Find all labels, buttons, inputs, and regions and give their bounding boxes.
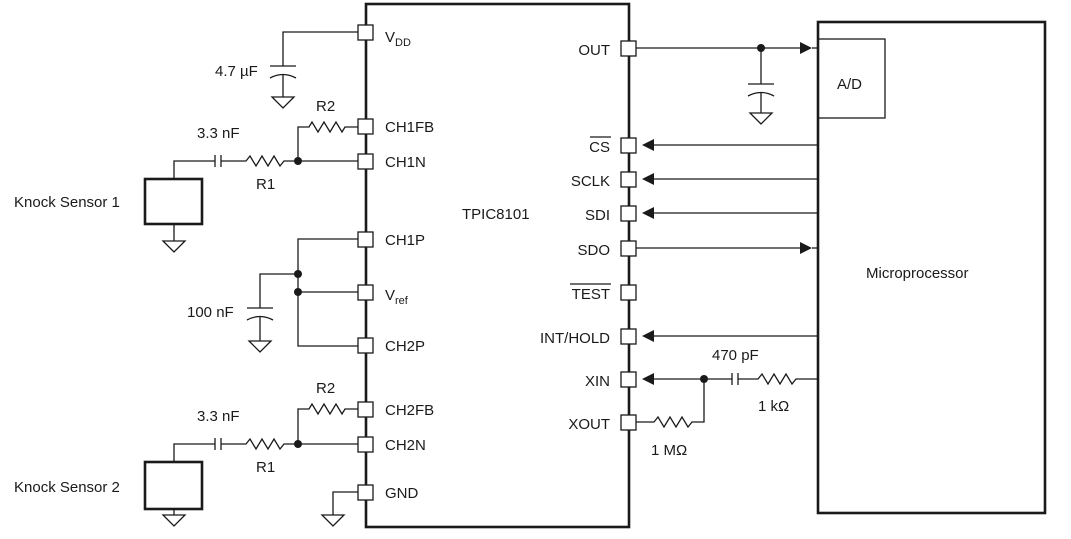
chip-body [364, 2, 631, 529]
knock-sensor-2-label: Knock Sensor 2 [14, 479, 120, 496]
ch1-r1-label: R1 [256, 176, 275, 193]
ground-icon [270, 96, 296, 109]
microprocessor-label: Microprocessor [866, 265, 969, 282]
pin-label-xin: XIN [585, 373, 610, 390]
pin-label-cs: CS [589, 139, 610, 156]
ground-icon [748, 112, 774, 125]
pin-label-test: TEST [572, 286, 610, 303]
junction-clock [700, 375, 708, 383]
pin-label-int-hold: INT/HOLD [540, 330, 610, 347]
pin-label-sdo: SDO [577, 242, 610, 259]
pin-label-ch2fb: CH2FB [385, 402, 434, 419]
cs-wire [642, 139, 818, 151]
ch2-r2-label: R2 [316, 380, 335, 397]
ground-icon [161, 514, 187, 527]
adc-block [817, 38, 886, 119]
pin-ch2n [357, 436, 374, 453]
sclk-wire [642, 173, 818, 185]
pin-out [620, 40, 637, 57]
knock-sensor-1 [143, 177, 204, 226]
pin-gnd [357, 484, 374, 501]
pin-label-ch1fb: CH1FB [385, 119, 434, 136]
junction-vref [294, 288, 302, 296]
vdd-decoupling [269, 31, 358, 109]
microprocessor-body [816, 20, 1047, 515]
sdi-wire [642, 207, 818, 219]
vref-network [246, 238, 358, 353]
knock-sensor-2 [143, 460, 204, 511]
ch2-network [143, 402, 358, 527]
int-hold-wire [642, 330, 818, 342]
pin-label-ch2p: CH2P [385, 338, 425, 355]
chip-name: TPIC8101 [462, 206, 530, 223]
ch2-r1-label: R1 [256, 459, 275, 476]
ch1-cap-label: 3.3 nF [197, 125, 240, 142]
pin-label-ch1n: CH1N [385, 154, 426, 171]
pin-label-sclk: SCLK [571, 173, 610, 190]
out-wire [636, 42, 818, 125]
vref-cap-label: 100 nF [187, 304, 234, 321]
pin-cs [620, 137, 637, 154]
vdd-cap-label: 4.7 µF [215, 63, 258, 80]
ground-icon [247, 340, 273, 353]
sdo-wire [636, 242, 818, 254]
pin-label-vref: Vref [385, 287, 409, 307]
adc-label: A/D [837, 76, 862, 93]
pin-sclk [620, 171, 637, 188]
xtal-r-feedback-label: 1 MΩ [651, 442, 687, 459]
xtal-cap-label: 470 pF [712, 347, 759, 364]
xtal-r-series-label: 1 kΩ [758, 398, 789, 415]
gnd-wire [320, 491, 358, 527]
clock-network [636, 372, 818, 429]
pin-label-ch1p: CH1P [385, 232, 425, 249]
junction-out [757, 44, 765, 52]
ch1-r2-label: R2 [316, 98, 335, 115]
pin-test [620, 284, 637, 301]
knock-sensor-1-label: Knock Sensor 1 [14, 194, 120, 211]
ground-icon [161, 240, 187, 253]
ch1-network [143, 120, 358, 253]
pin-xout [620, 414, 637, 431]
pin-ch2fb [357, 401, 374, 418]
junction-ch1 [294, 157, 302, 165]
pin-label-xout: XOUT [568, 416, 610, 433]
pin-label-ch2n: CH2N [385, 437, 426, 454]
ground-icon [320, 514, 346, 527]
pin-label-sdi: SDI [585, 207, 610, 224]
pin-label-gnd: GND [385, 485, 419, 502]
pin-sdi [620, 205, 637, 222]
pin-vdd [357, 24, 374, 41]
pin-ch1fb [357, 118, 374, 135]
pin-label-out: OUT [578, 42, 610, 59]
junction-vref-cap [294, 270, 302, 278]
pin-sdo [620, 240, 637, 257]
pin-ch1p [357, 231, 374, 248]
pin-vref [357, 284, 374, 301]
pin-xin [620, 371, 637, 388]
pin-label-vdd: VDD [385, 29, 411, 49]
pin-ch1n [357, 153, 374, 170]
junction-ch2 [294, 440, 302, 448]
pin-int-hold [620, 328, 637, 345]
pin-ch2p [357, 337, 374, 354]
ch2-cap-label: 3.3 nF [197, 408, 240, 425]
